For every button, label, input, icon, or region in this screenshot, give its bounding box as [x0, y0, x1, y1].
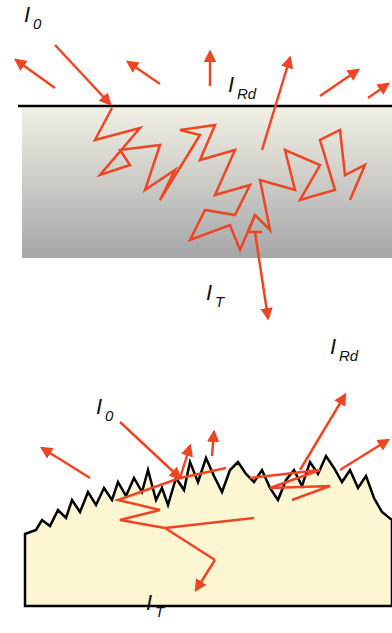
intensity-symbol: I	[330, 336, 336, 358]
intensity-subscript: 0	[105, 408, 113, 423]
rough-surface	[25, 456, 392, 606]
intensity-symbol: I	[146, 592, 152, 614]
light-rays	[42, 395, 388, 590]
intensity-subscript: Rd	[339, 348, 358, 363]
material-slab	[22, 107, 392, 258]
intensity-subscript: T	[155, 604, 164, 619]
intensity-symbol: I	[96, 396, 102, 418]
surface-line	[18, 105, 392, 108]
intensity-symbol: I	[24, 4, 30, 26]
intensity-symbol: I	[206, 282, 212, 304]
intensity-symbol: I	[228, 74, 234, 96]
light-rays	[16, 45, 388, 318]
intensity-subscript: T	[215, 294, 224, 309]
intensity-subscript: 0	[33, 16, 41, 31]
intensity-subscript: Rd	[237, 86, 256, 101]
